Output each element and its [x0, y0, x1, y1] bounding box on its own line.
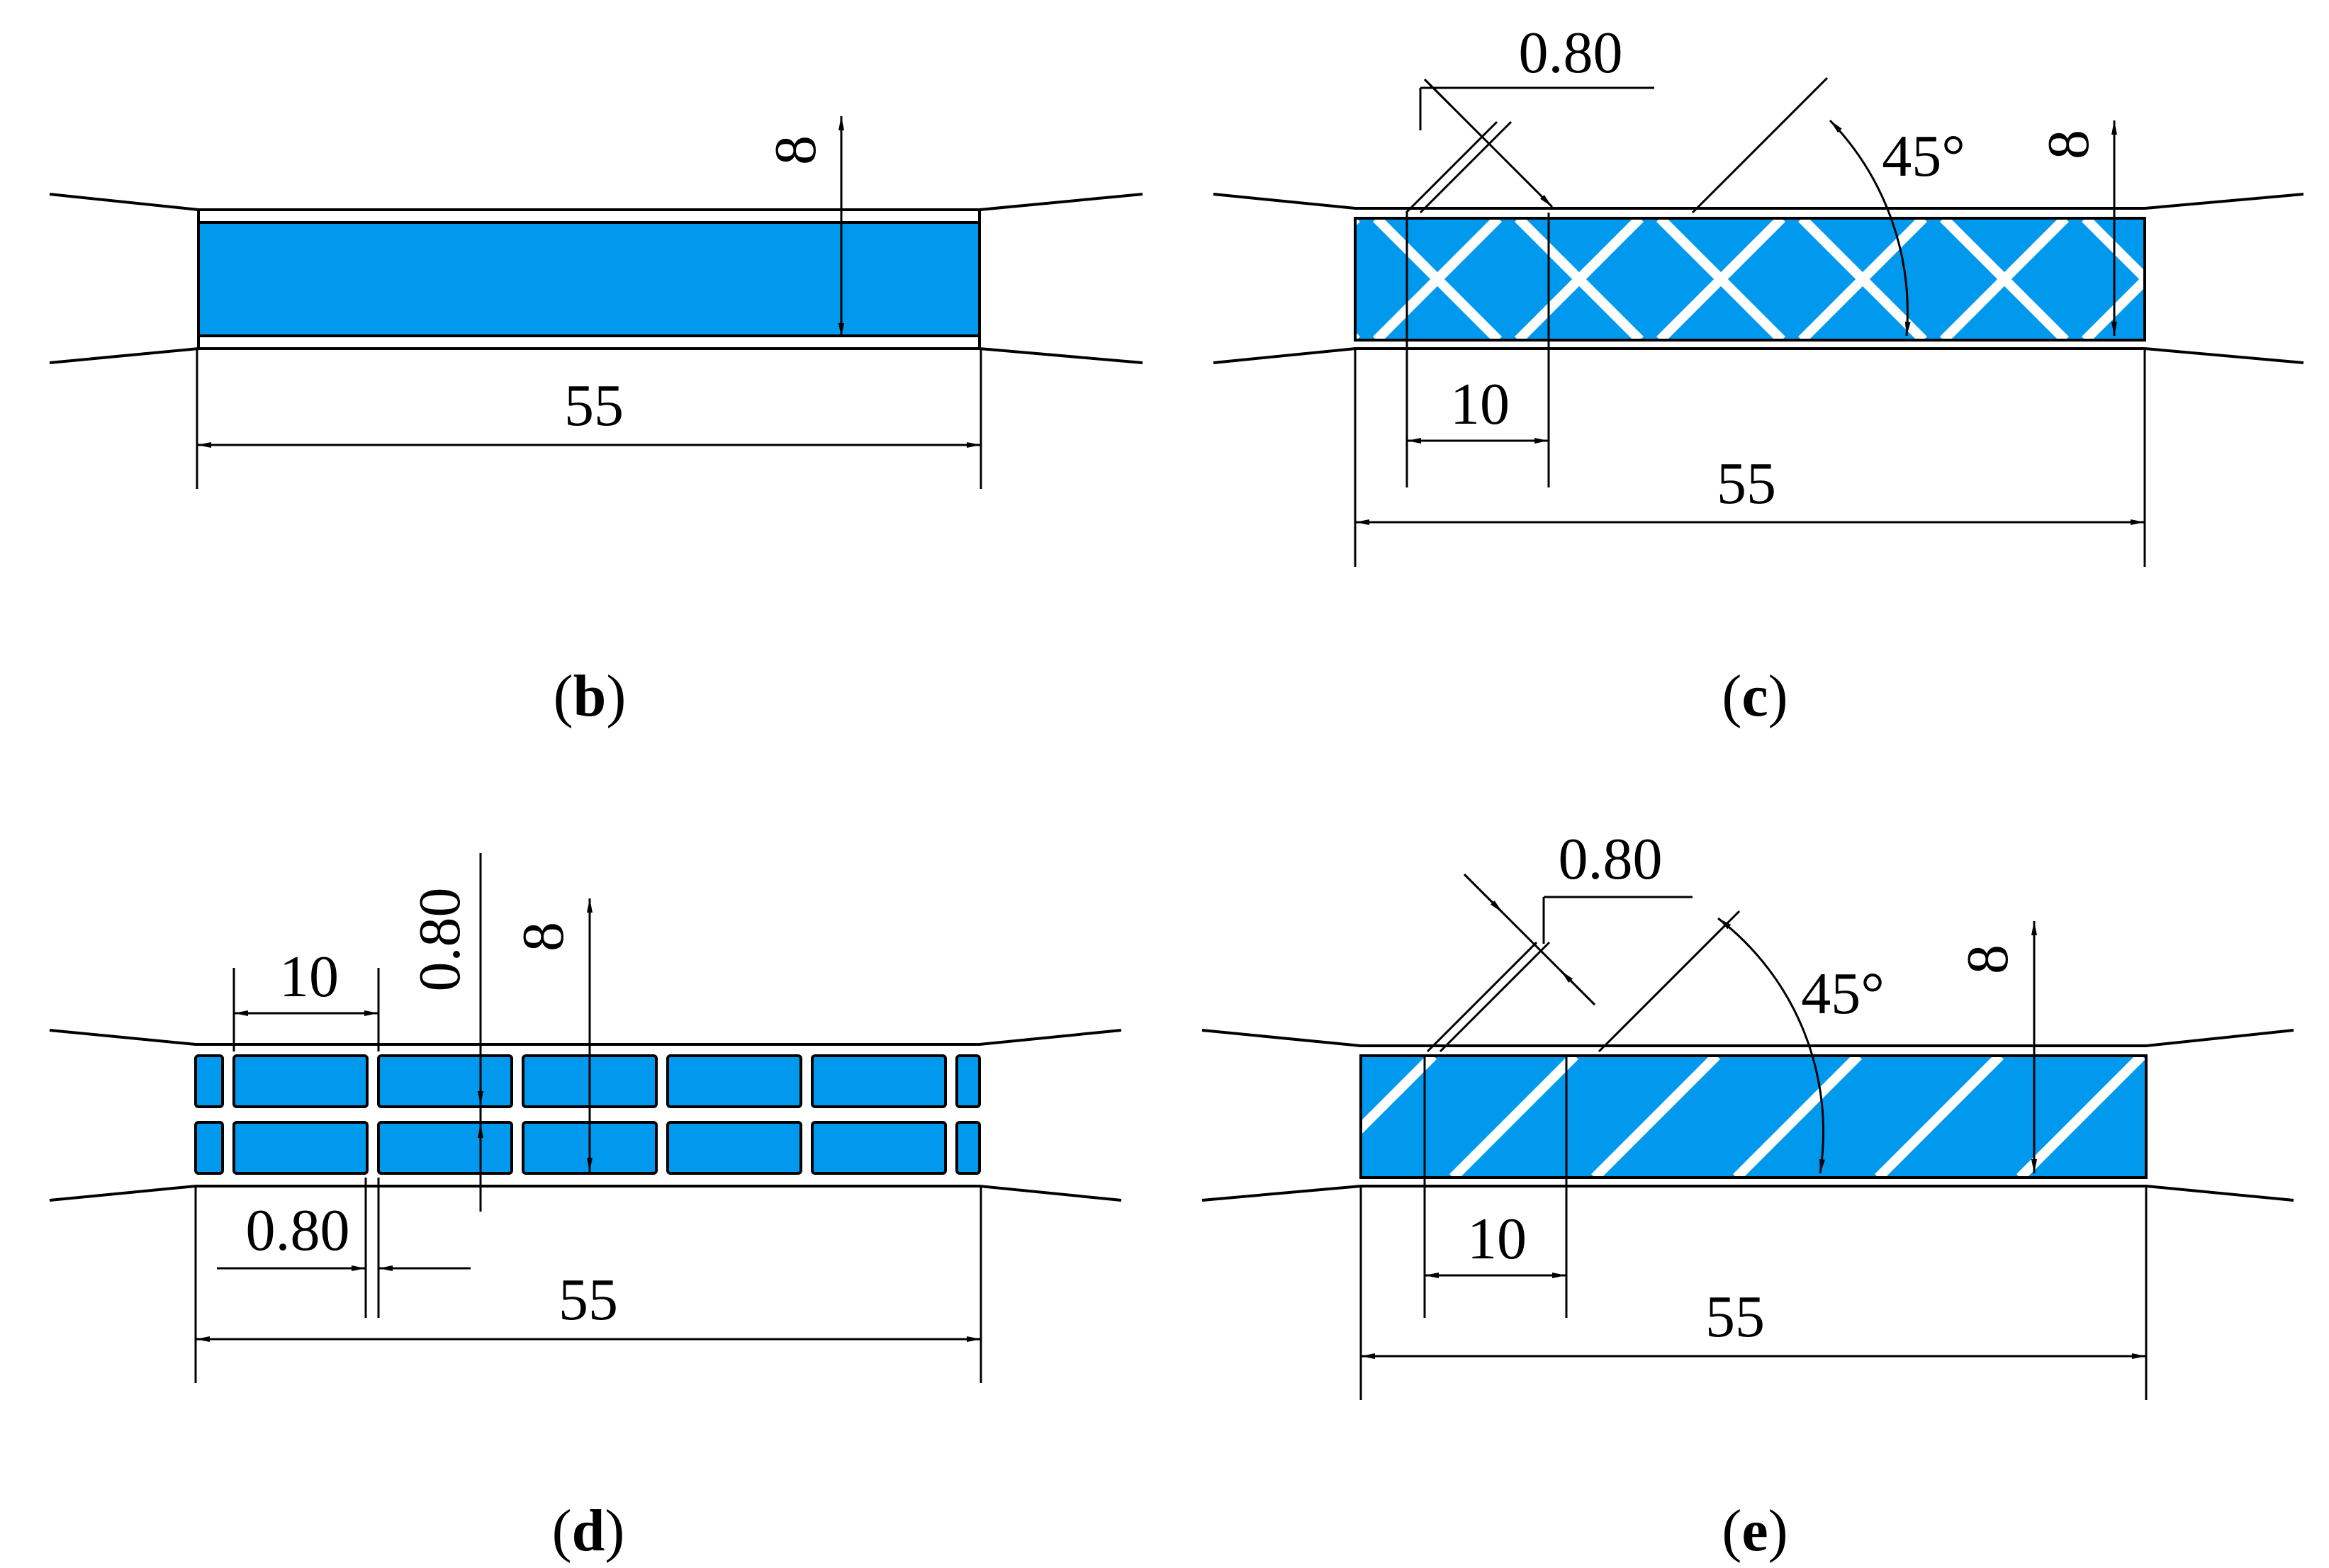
pitch-dimension-e: 10	[1423, 1056, 1568, 1318]
length-label-d: 55	[559, 1267, 618, 1333]
lattice-ribs-c	[1355, 218, 2145, 340]
length-dimension-b: 55	[196, 349, 982, 489]
length-label-e: 55	[1705, 1284, 1765, 1350]
rib-width-label-c: 0.80	[1519, 20, 1623, 86]
length-dimension-e: 55	[1359, 1186, 2148, 1400]
specimen-outline-c	[1213, 193, 2304, 364]
angle-label-e: 45°	[1801, 961, 1885, 1027]
thickness-dimension-c: 8	[2036, 120, 2117, 336]
rib-width-dimension-e: 0.80	[1426, 826, 1693, 1053]
panel-c: 55 10 0.80 45° 8 (c)	[1213, 20, 2304, 729]
pitch-dimension-c: 10	[1405, 213, 1550, 487]
grid-cells-d	[194, 1054, 981, 1175]
thickness-label-c: 8	[2036, 130, 2101, 159]
caption-c: (c)	[1722, 663, 1788, 729]
core-outline-c	[1354, 217, 2146, 342]
rib-width-dimension-c: 0.80	[1405, 20, 1654, 214]
caption-b: (b)	[554, 663, 627, 729]
thickness-label-b: 8	[763, 135, 829, 165]
caption-d: (d)	[552, 1498, 625, 1564]
panel-b: 55 8 (b)	[49, 116, 1143, 729]
rib-width-dimension-vertical-d: 0.80	[407, 853, 483, 1212]
caption-e: (e)	[1722, 1498, 1788, 1564]
length-label-b: 55	[564, 373, 624, 439]
rib-width-label-e: 0.80	[1559, 826, 1663, 892]
angle-dimension-e: 45°	[1598, 910, 1885, 1174]
pitch-label-d: 10	[279, 944, 339, 1010]
thickness-dimension-b: 8	[763, 116, 844, 337]
pitch-label-e: 10	[1467, 1206, 1527, 1272]
rib-width-label-vertical-d: 0.80	[407, 888, 473, 992]
lattice-fill-c	[1355, 218, 2145, 340]
thickness-label-d: 8	[510, 922, 576, 952]
length-label-c: 55	[1717, 451, 1776, 517]
solid-core-b	[197, 221, 981, 337]
length-dimension-c: 55	[1354, 349, 2146, 567]
rib-width-dimension-horizontal-d: 0.80	[217, 1178, 471, 1318]
panel-e: 55 10 0.80 45° 8 (e)	[1201, 826, 2294, 1564]
angle-dimension-c: 45°	[1691, 77, 1965, 337]
length-dimension-d: 55	[194, 1186, 982, 1383]
thickness-dimension-d: 8	[510, 898, 593, 1172]
rib-width-label-horizontal-d: 0.80	[246, 1197, 350, 1263]
thickness-label-e: 8	[1955, 944, 2021, 974]
pitch-label-c: 10	[1450, 371, 1510, 437]
angle-label-c: 45°	[1882, 123, 1965, 189]
pitch-dimension-d: 10	[232, 944, 380, 1051]
panel-d: 55 10 0.80 0.80 8 (d)	[49, 853, 1122, 1564]
thickness-dimension-e: 8	[1955, 921, 2037, 1173]
